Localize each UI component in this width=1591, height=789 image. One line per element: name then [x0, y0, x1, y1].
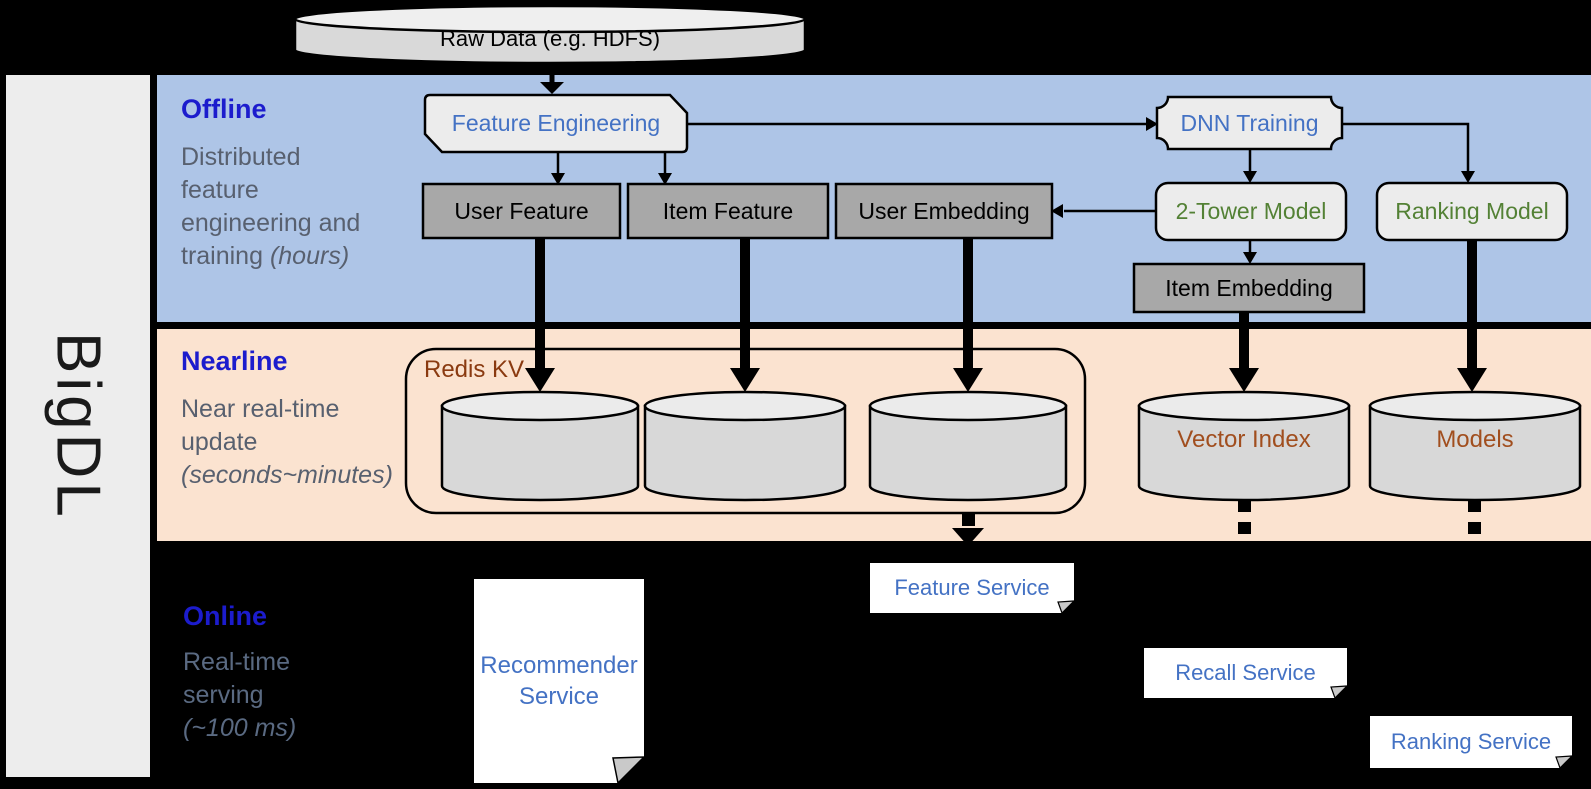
online-section-title: Online: [183, 601, 268, 631]
user-embedding-box: [834, 182, 1054, 240]
models-cylinder: [1368, 390, 1582, 502]
offline-desc-duration: (hours): [269, 242, 350, 270]
arrow-dnn-to-ranking-model: [1342, 122, 1475, 183]
nearline-section-description: Near real-time update (seconds~minutes): [181, 393, 393, 492]
offline-desc-line3: engineering and: [181, 209, 361, 237]
raw-data-cylinder: [293, 4, 807, 65]
dashed-arrow-redis-to-feature-service: [952, 514, 984, 546]
dnn-training-shape: [1155, 95, 1344, 151]
redis-cylinder-1: [440, 390, 640, 502]
feature-service-doc: [870, 563, 1076, 615]
redis-cylinder-2: [643, 390, 847, 502]
nearline-desc-duration: (seconds~minutes): [181, 461, 393, 489]
feature-service-label: Feature Service: [894, 575, 1050, 601]
arrow-item-embedding-to-vector-index: [1229, 312, 1259, 392]
arrow-rawdata-to-feature-engineering: [540, 64, 564, 94]
user-embedding-label: User Embedding: [858, 197, 1030, 224]
bigdl-sidebar: BigDL: [6, 75, 150, 777]
offline-desc-line4: training: [181, 242, 270, 270]
feature-engineering-label: Feature Engineering: [451, 110, 661, 137]
dashed-link-models-to-ranking-service: [1468, 500, 1481, 534]
arrow-ranking-model-to-models: [1457, 240, 1487, 392]
offline-section-title: Offline: [181, 94, 267, 124]
item-feature-box: [626, 182, 830, 240]
ranking-service-doc: [1370, 716, 1574, 770]
dnn-training-label: DNN Training: [1180, 109, 1319, 136]
online-desc-line2: serving: [183, 681, 264, 709]
ranking-model-label: Ranking Model: [1395, 198, 1549, 225]
online-desc-line1: Real-time: [183, 648, 290, 676]
arrow-user-feature-to-redis: [525, 238, 555, 392]
arrow-two-tower-to-item-embedding: [1243, 240, 1257, 264]
online-desc-duration: (~100 ms): [183, 714, 297, 742]
offline-section-description: Distributed feature engineering and trai…: [181, 141, 360, 273]
arrow-fe-to-item-feature: [658, 152, 672, 185]
recall-service-label: Recall Service: [1175, 660, 1316, 686]
recommender-service-label: Recommender Service: [480, 651, 638, 710]
user-feature-box: [421, 182, 622, 240]
raw-data-label: Raw Data (e.g. HDFS): [439, 26, 661, 52]
two-tower-model-label: 2-Tower Model: [1175, 198, 1327, 225]
item-feature-label: Item Feature: [662, 197, 794, 224]
arrow-user-embedding-to-redis: [953, 238, 983, 392]
dashed-link-vector-index-to-recall-service: [1238, 500, 1251, 534]
redis-cylinder-3: [868, 390, 1068, 502]
nearline-section-title: Nearline: [181, 346, 288, 376]
recommender-service-doc: [474, 579, 646, 785]
offline-desc-line1: Distributed: [181, 143, 301, 171]
redis-kv-label: Redis KV: [424, 356, 525, 383]
item-embedding-label: Item Embedding: [1165, 274, 1333, 301]
item-embedding-box: [1132, 262, 1366, 314]
arrow-two-tower-to-user-embedding: [1051, 204, 1156, 218]
models-label: Models: [1436, 426, 1514, 454]
offline-desc-line2: feature: [181, 176, 259, 204]
nearline-desc-line2: update: [181, 428, 258, 456]
arrow-fe-to-user-feature: [551, 152, 565, 185]
arrow-dnn-to-two-tower: [1243, 149, 1257, 183]
bigdl-brand-label: BigDL: [43, 331, 113, 521]
arrow-fe-to-dnn-training: [687, 117, 1158, 131]
nearline-desc-line1: Near real-time: [181, 395, 340, 423]
feature-engineering-shape: [423, 93, 689, 154]
vector-index-cylinder: [1137, 390, 1351, 502]
arrow-item-feature-to-redis: [730, 238, 760, 392]
user-feature-label: User Feature: [454, 197, 589, 224]
vector-index-label: Vector Index: [1177, 426, 1311, 454]
recall-service-doc: [1144, 648, 1349, 700]
ranking-service-label: Ranking Service: [1390, 729, 1552, 755]
online-section-description: Real-time serving (~100 ms): [183, 646, 296, 745]
